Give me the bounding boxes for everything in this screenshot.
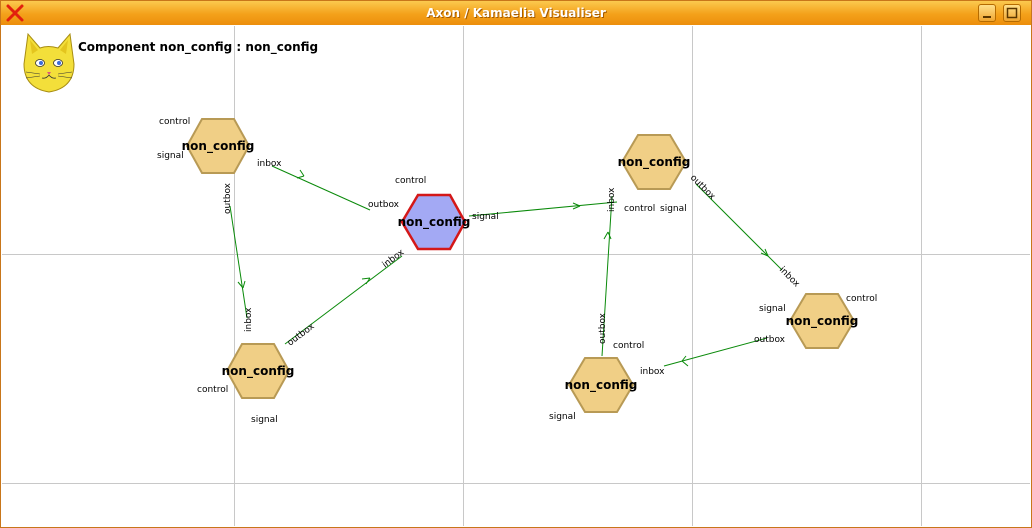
kamaelia-cat-logo [23, 32, 75, 93]
window-title: Axon / Kamaelia Visualiser [426, 6, 606, 20]
port-label: control [159, 117, 190, 127]
link-n2-n3 [284, 255, 403, 345]
title-bar[interactable]: Axon / Kamaelia Visualiser [1, 1, 1031, 25]
links [229, 165, 783, 367]
close-icon[interactable] [5, 3, 25, 23]
maximize-icon [1006, 7, 1018, 19]
grid [2, 26, 1030, 526]
node-label: non_config [618, 155, 691, 170]
maximize-button[interactable] [1003, 4, 1021, 22]
port-label: control [624, 204, 655, 214]
node-label: non_config [786, 314, 859, 329]
port-label: signal [157, 151, 184, 161]
port-label: signal [759, 304, 786, 314]
link-n3-n4 [468, 201, 618, 217]
node-label: non_config [222, 364, 295, 379]
minimize-button[interactable] [978, 4, 996, 22]
component-node[interactable]: non_config [182, 118, 255, 174]
link-n1-n2 [229, 205, 248, 319]
component-heading: Component non_config : non_config [78, 40, 319, 54]
port-label: signal [549, 412, 576, 422]
port-label: inbox [381, 247, 407, 270]
node-label: non_config [398, 215, 471, 230]
port-label: control [197, 385, 228, 395]
node-label: non_config [565, 378, 638, 393]
link-n6-n4 [601, 195, 613, 357]
port-label: inbox [607, 187, 617, 212]
port-label: control [846, 294, 877, 304]
graph-canvas[interactable]: non_config control signal inbox outbox n… [2, 26, 1030, 526]
port-label: outbox [223, 182, 233, 214]
node-label: non_config [182, 139, 255, 154]
port-label: outbox [368, 200, 400, 210]
component-node[interactable]: non_config [786, 293, 859, 349]
port-label: outbox [598, 312, 608, 344]
port-label: signal [251, 415, 278, 425]
port-label: inbox [777, 265, 802, 290]
component-node[interactable]: non_config [565, 357, 638, 413]
port-label: outbox [754, 335, 786, 345]
port-label: control [395, 176, 426, 186]
port-label: signal [472, 212, 499, 222]
link-n3-n1 [271, 165, 371, 211]
link-n5-n6 [663, 337, 768, 367]
component-node[interactable]: non_config [222, 343, 295, 399]
component-node[interactable]: non_config [618, 134, 691, 190]
graph-svg[interactable]: non_config control signal inbox outbox n… [2, 26, 1030, 526]
component-node-selected[interactable]: non_config [398, 193, 471, 251]
port-label: inbox [257, 159, 282, 169]
port-label: inbox [244, 307, 254, 332]
minimize-icon [983, 16, 991, 18]
port-label: outbox [286, 321, 317, 348]
port-label: signal [660, 204, 687, 214]
port-label: control [613, 341, 644, 351]
port-label: inbox [640, 367, 665, 377]
